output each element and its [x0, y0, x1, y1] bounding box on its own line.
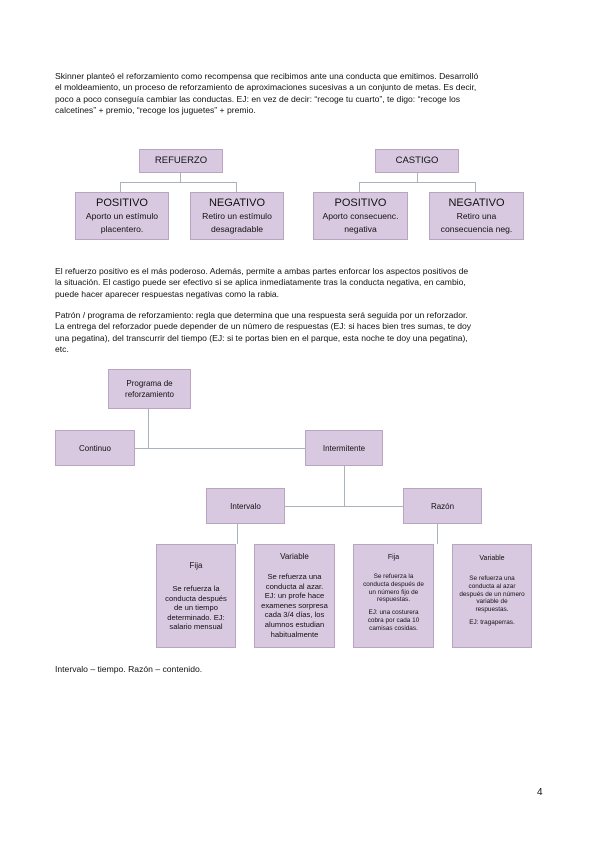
footer-note: Intervalo – tiempo. Razón – contenido.	[55, 664, 551, 675]
razon-fija-desc: Se refuerza la	[373, 573, 414, 580]
paragraph-line: La entrega del reforzador puede depender…	[55, 321, 472, 332]
intervalo-fija-desc: salario mensual	[169, 622, 223, 632]
connector-line	[120, 182, 237, 183]
castigo-positivo-desc: negativa	[344, 224, 377, 234]
intervalo-variable-desc: EJ: un profe hace	[264, 591, 325, 601]
intervalo-label: Intervalo	[230, 502, 261, 511]
intervalo-variable-desc: Se refuerza una	[267, 572, 322, 581]
refuerzo-positivo-title: POSITIVO	[96, 197, 148, 209]
connector-line	[135, 448, 305, 449]
connector-line	[120, 182, 121, 192]
intermitente-box: Intermitente	[305, 430, 383, 466]
castigo-negativo-desc: consecuencia neg.	[440, 224, 513, 234]
page-number: 4	[537, 787, 543, 798]
programa-root-label: Programa de	[126, 379, 173, 388]
refuerzo-box: REFUERZO	[139, 149, 223, 173]
razon-fija-desc: respuestas.	[376, 596, 411, 604]
refuerzo-positivo-box: POSITIVO Aporto un estímulo placentero.	[75, 192, 169, 240]
connector-line	[148, 409, 149, 448]
intro-line: Skinner planteó el reforzamiento como re…	[55, 71, 479, 81]
castigo-title: CASTIGO	[395, 155, 439, 166]
intervalo-fija-desc: Se refuerza la	[172, 584, 220, 593]
intervalo-variable-desc: habitualmente	[270, 629, 319, 639]
razon-variable-example: EJ: tragaperras.	[469, 618, 515, 626]
razon-variable-desc: después de un número	[459, 590, 525, 598]
razon-variable-desc: respuestas.	[475, 606, 509, 614]
connector-line	[344, 466, 345, 506]
intervalo-variable-desc: cada 3/4 días, los	[264, 610, 325, 620]
footer-note-text: Intervalo – tiempo. Razón – contenido.	[55, 664, 203, 674]
paragraph-line: una pegatina), del transcurrir del tiemp…	[55, 332, 468, 343]
castigo-negativo-desc: Retiro una	[456, 211, 497, 221]
castigo-box: CASTIGO	[375, 149, 459, 173]
intervalo-variable-desc: alumnos estudian	[264, 619, 325, 629]
programa-root-box: Programa de reforzamiento	[108, 369, 191, 409]
paragraph-line: etc.	[55, 344, 69, 355]
paragraph-line: la situación. El castigo puede ser efect…	[55, 277, 466, 288]
razon-fija-title: Fija	[387, 554, 400, 561]
razon-label: Razón	[430, 502, 455, 511]
castigo-positivo-title: POSITIVO	[334, 197, 387, 209]
intro-paragraph: Skinner planteó el reforzamiento como re…	[55, 71, 551, 117]
programa-root-label: reforzamiento	[125, 390, 174, 399]
intervalo-fija-box: Fija Se refuerza la conducta después de …	[156, 544, 236, 648]
razon-fija-example: EJ: una costurera	[368, 609, 419, 617]
refuerzo-paragraph: El refuerzo positivo es el más poderoso.…	[55, 266, 551, 300]
paragraph-line: puede hacer aparecer respuestas negativa…	[55, 288, 280, 299]
intro-line: calcetines” + premio, “recoge los juguet…	[55, 105, 256, 116]
razon-fija-desc: un número fijo de	[368, 588, 419, 596]
connector-line	[237, 524, 238, 544]
razon-box: Razón	[403, 488, 482, 524]
intervalo-variable-desc: examenes sorpresa	[261, 600, 328, 610]
continuo-label: Continuo	[78, 444, 112, 453]
intervalo-fija-desc: de un tiempo	[174, 603, 218, 613]
connector-line	[285, 506, 403, 507]
razon-fija-example: cobra por cada 10	[367, 616, 420, 624]
castigo-negativo-title: NEGATIVO	[448, 197, 505, 209]
refuerzo-negativo-box: NEGATIVO Retiro un estímulo desagradable	[190, 192, 284, 240]
castigo-positivo-desc: Aporto consecuenc.	[322, 211, 399, 221]
programa-paragraph: Patrón / programa de reforzamiento: regl…	[55, 310, 551, 356]
castigo-negativo-box: NEGATIVO Retiro una consecuencia neg.	[429, 192, 524, 240]
razon-variable-title: Variable	[479, 555, 505, 562]
connector-line	[437, 524, 438, 544]
refuerzo-title: REFUERZO	[154, 155, 208, 166]
refuerzo-negativo-desc: Retiro un estímulo	[202, 211, 272, 221]
intervalo-fija-desc: determinado. EJ:	[167, 612, 225, 622]
intermitente-label: Intermitente	[322, 444, 366, 453]
paragraph-line: El refuerzo positivo es el más poderoso.…	[55, 266, 469, 276]
razon-fija-box: Fija Se refuerza la conducta después de …	[353, 544, 434, 648]
refuerzo-negativo-title: NEGATIVO	[208, 197, 266, 209]
intro-line: poco a poco conseguía cambiar las conduc…	[55, 93, 461, 104]
intervalo-fija-desc: conducta después	[165, 593, 227, 603]
refuerzo-positivo-desc: Aporto un estímulo	[85, 211, 159, 221]
intervalo-variable-title: Variable	[280, 552, 309, 561]
refuerzo-positivo-desc: placentero.	[100, 224, 144, 234]
connector-line	[359, 182, 360, 192]
connector-line	[359, 182, 476, 183]
refuerzo-negativo-desc: desagradable	[210, 224, 264, 234]
connector-line	[475, 182, 476, 192]
razon-variable-desc: variable de	[476, 598, 508, 606]
razon-variable-box: Variable Se refuerza una conducta al aza…	[452, 544, 532, 648]
intro-line: el moldeamiento, un proceso de reforzami…	[55, 82, 477, 93]
razon-fija-desc: conducta después de	[363, 580, 424, 588]
intervalo-fija-title: Fija	[189, 561, 203, 570]
connector-line	[236, 182, 237, 192]
intervalo-variable-desc: conducta al azar.	[265, 581, 324, 591]
razon-fija-example: camisas cosidas.	[369, 624, 418, 632]
connector-line	[417, 173, 418, 182]
razon-variable-desc: conducta al azar	[468, 582, 516, 590]
castigo-positivo-box: POSITIVO Aporto consecuenc. negativa	[313, 192, 408, 240]
connector-line	[180, 173, 181, 182]
paragraph-line: Patrón / programa de reforzamiento: regl…	[55, 310, 468, 320]
intervalo-box: Intervalo	[206, 488, 285, 524]
razon-variable-desc: Se refuerza una	[469, 575, 515, 582]
intervalo-variable-box: Variable Se refuerza una conducta al aza…	[254, 544, 335, 648]
continuo-box: Continuo	[55, 430, 135, 466]
